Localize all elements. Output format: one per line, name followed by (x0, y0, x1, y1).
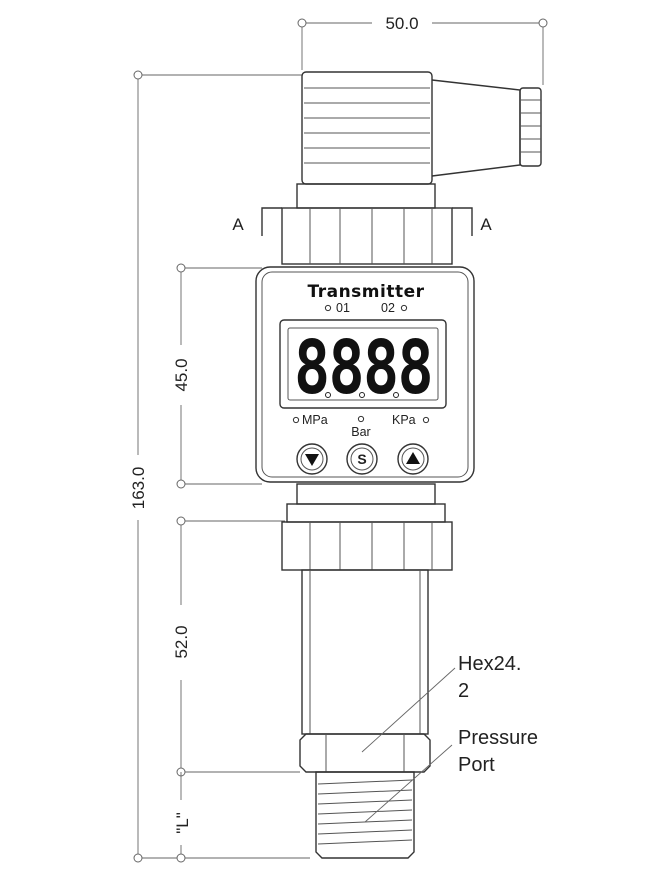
hex-callout-line2: 2 (458, 680, 469, 702)
up-button[interactable] (397, 443, 429, 475)
dim-width-label: 50.0 (385, 14, 418, 33)
indicator-01-label: 01 (336, 301, 350, 315)
up-arrow-icon (406, 452, 420, 464)
set-button[interactable]: S (346, 443, 378, 475)
lcd-readout: 8888 (294, 325, 432, 411)
unit-kpa-dot (422, 416, 430, 424)
indicator-02-dot (400, 304, 408, 312)
set-button-label: S (357, 451, 366, 467)
down-button[interactable] (296, 443, 328, 475)
hex-callout-line1: Hex24. (458, 653, 521, 675)
dim-display-height-label: 45.0 (172, 358, 191, 391)
lower-neck (286, 483, 446, 523)
hex-nut (299, 733, 431, 773)
unit-kpa-label: KPa (392, 413, 416, 427)
lower-nut (281, 521, 453, 571)
indicator-01-dot (324, 304, 332, 312)
dim-total-height-label: 163.0 (129, 467, 148, 510)
dimension-lines (133, 18, 548, 863)
unit-mpa-dot (292, 416, 300, 424)
dim-thread-length-label: "L" (173, 812, 192, 834)
display-housing (255, 266, 475, 483)
port-callout-line1: Pressure (458, 727, 538, 749)
indicator-02-label: 02 (381, 301, 395, 315)
lcd-decimal-points (325, 392, 399, 398)
dim-body-height-label: 52.0 (172, 625, 191, 658)
down-arrow-icon (305, 454, 319, 466)
upper-nut (261, 207, 473, 265)
section-mark-right: A (480, 215, 492, 234)
display-title: Transmitter (307, 282, 424, 302)
connector-plug (296, 71, 542, 209)
unit-bar-dot (357, 415, 365, 423)
threaded-port (315, 771, 415, 859)
section-mark-left: A (232, 215, 244, 234)
unit-mpa-label: MPa (302, 413, 328, 427)
leader-lines (361, 667, 456, 823)
port-callout-line2: Port (458, 754, 495, 776)
unit-bar-label: Bar (351, 425, 370, 439)
